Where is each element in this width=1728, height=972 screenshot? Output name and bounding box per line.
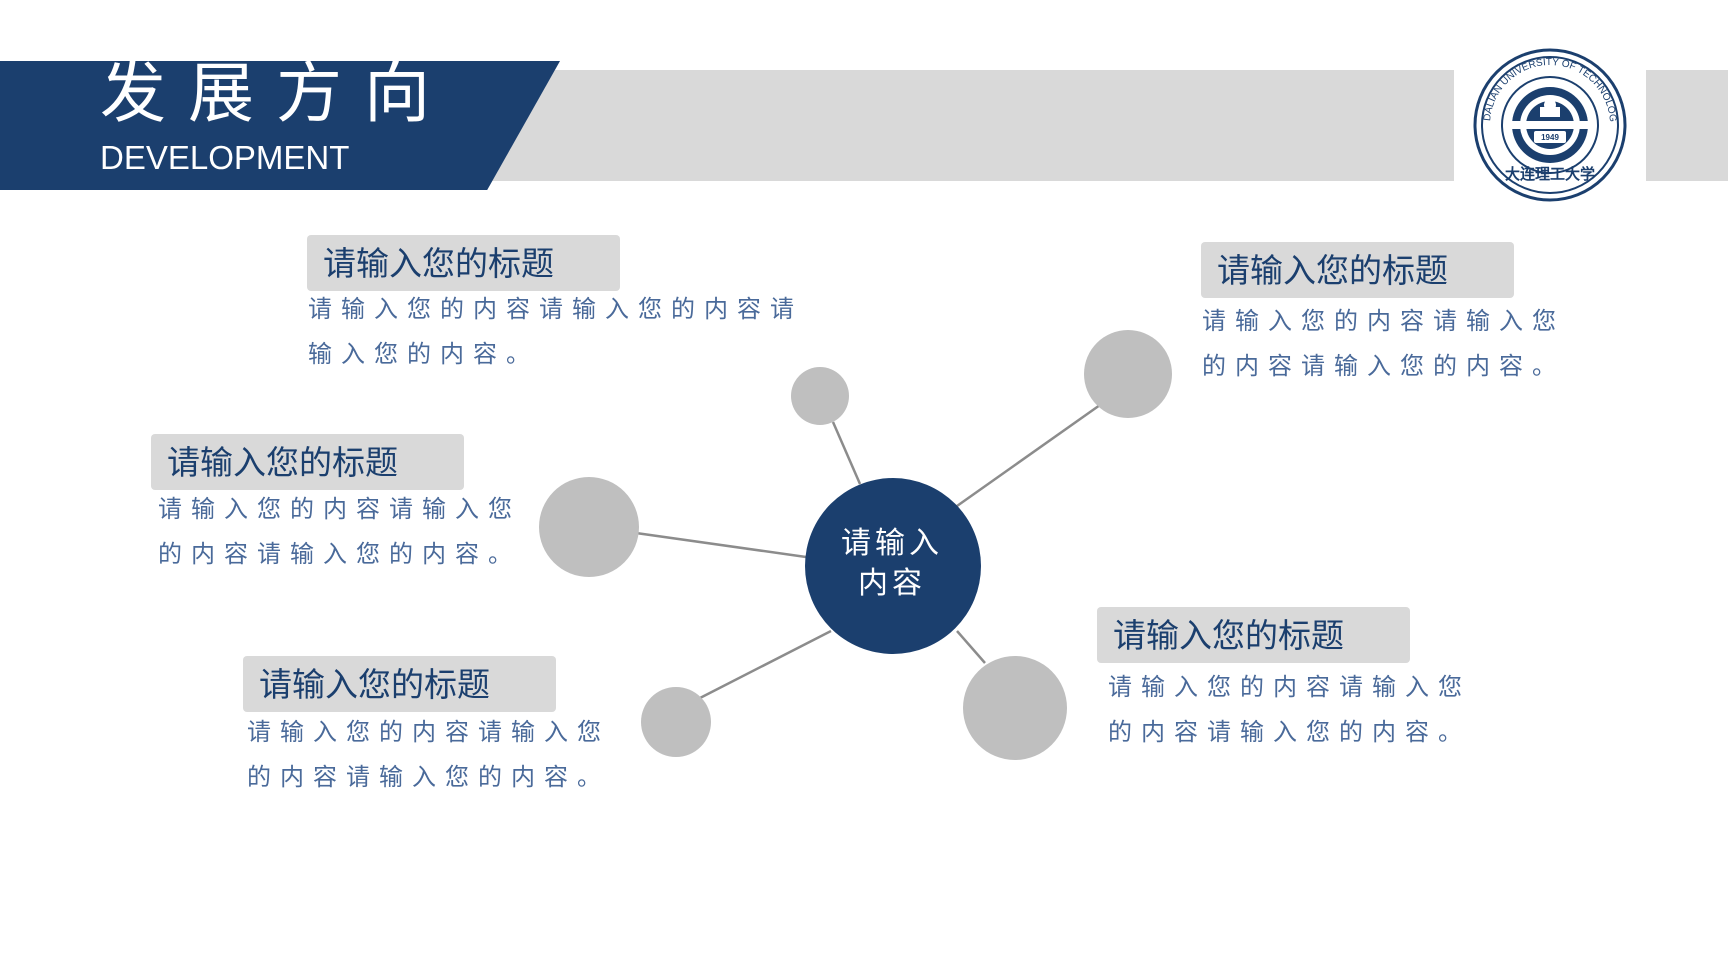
card-body-2: 请输入您的内容请输入您 的内容请输入您的内容。 bbox=[1202, 299, 1565, 389]
center-label: 请输入 内容 bbox=[802, 524, 982, 604]
page-subtitle: DEVELOPMENT bbox=[100, 139, 350, 176]
center-label-line1: 请输入 bbox=[841, 526, 943, 561]
card-body-1-line2: 输入您的内容。 bbox=[308, 340, 539, 368]
card-body-2-line2: 的内容请输入您的内容。 bbox=[1202, 352, 1565, 380]
node-left bbox=[539, 477, 639, 577]
card-body-3-line2: 的内容请输入您的内容。 bbox=[158, 540, 521, 568]
card-title-3: 请输入您的标题 bbox=[151, 434, 464, 490]
card-body-3: 请输入您的内容请输入您 的内容请输入您的内容。 bbox=[158, 487, 521, 577]
header-blue-banner bbox=[0, 61, 560, 190]
logo-chinese-name: 大连理工大学 bbox=[1505, 165, 1595, 183]
node-top-right bbox=[1084, 330, 1172, 418]
university-logo: DALIAN UNIVERSITY OF TECHNOLOGY 1949 大连理… bbox=[1472, 47, 1627, 202]
card-title-1: 请输入您的标题 bbox=[307, 235, 620, 291]
connector-bottom-left bbox=[699, 629, 832, 700]
card-title-4: 请输入您的标题 bbox=[243, 656, 556, 712]
card-body-5-line1: 请输入您的内容请输入您 bbox=[1108, 673, 1471, 701]
logo-year: 1949 bbox=[1541, 133, 1559, 142]
card-body-5-line2: 的内容请输入您的内容。 bbox=[1108, 718, 1471, 746]
card-body-4-line1: 请输入您的内容请输入您 bbox=[247, 718, 610, 746]
connector-bottom-right bbox=[956, 630, 986, 664]
header-gray-bar-right bbox=[1646, 70, 1728, 181]
connector-top bbox=[831, 421, 862, 485]
node-top bbox=[791, 367, 849, 425]
node-bottom-left bbox=[641, 687, 711, 757]
node-bottom-right bbox=[963, 656, 1067, 760]
card-title-5: 请输入您的标题 bbox=[1097, 607, 1410, 663]
card-body-5: 请输入您的内容请输入您 的内容请输入您的内容。 bbox=[1108, 665, 1471, 755]
card-body-1-line1: 请输入您的内容请输入您的内容请 bbox=[308, 295, 803, 323]
header-gray-bar bbox=[470, 70, 1454, 181]
connector-top-right bbox=[956, 403, 1101, 508]
connector-left bbox=[635, 531, 807, 559]
page-title: 发展方向 bbox=[100, 55, 452, 132]
center-label-line2: 内容 bbox=[858, 566, 926, 601]
card-body-1: 请输入您的内容请输入您的内容请 输入您的内容。 bbox=[308, 287, 803, 377]
card-body-4: 请输入您的内容请输入您 的内容请输入您的内容。 bbox=[247, 710, 610, 800]
center-node bbox=[805, 478, 981, 654]
card-title-2: 请输入您的标题 bbox=[1201, 242, 1514, 298]
card-body-3-line1: 请输入您的内容请输入您 bbox=[158, 495, 521, 523]
card-body-4-line2: 的内容请输入您的内容。 bbox=[247, 763, 610, 791]
card-body-2-line1: 请输入您的内容请输入您 bbox=[1202, 307, 1565, 335]
